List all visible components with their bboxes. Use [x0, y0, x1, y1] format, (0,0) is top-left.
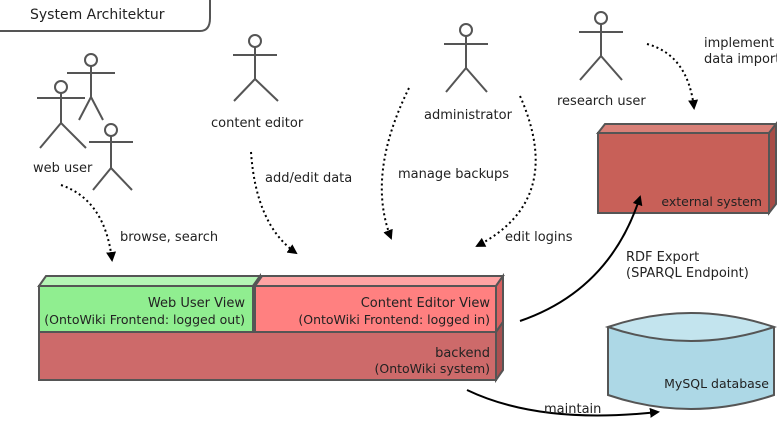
- content-editor-label: content editor: [211, 116, 304, 131]
- web-user-label: web user: [33, 161, 93, 176]
- research-user-label: research user: [557, 94, 646, 109]
- web-user-actor-icon: [67, 53, 115, 121]
- rdf-export-label-line1: RDF Export: [626, 250, 699, 265]
- maintain-label: maintain: [544, 402, 601, 417]
- rdf-export-label-line2: (SPARQL Endpoint): [626, 266, 749, 281]
- external-system-label: external system: [661, 194, 762, 209]
- implement-arrow: [646, 43, 699, 110]
- web-user-actor-group: [37, 53, 133, 191]
- frame-title: System Architektur: [30, 7, 165, 23]
- web-user-actor-icon: [37, 80, 87, 149]
- rdf-export-arrow: [519, 195, 643, 322]
- content-editor-view-face: [254, 285, 497, 333]
- web-user-view-box: Web User View (OntoWiki Frontend: logged…: [37, 272, 262, 336]
- edit-logins-label: edit logins: [505, 230, 573, 245]
- content-editor-actor-icon: [233, 34, 279, 102]
- mysql-label: MySQL database: [664, 376, 769, 391]
- research-user-actor-icon: [579, 11, 623, 81]
- external-system-box: external system: [595, 121, 777, 216]
- add-edit-arrow: [250, 151, 298, 255]
- edit-logins-arrow: [475, 95, 537, 247]
- manage-backups-arrow: [380, 87, 410, 240]
- maintain-arrow: [466, 389, 660, 418]
- mysql-database-cylinder: MySQL database: [604, 312, 777, 410]
- browse-search-label: browse, search: [120, 230, 218, 245]
- implement-label-line2: data import: [704, 52, 777, 67]
- web-user-view-title: Web User View: [148, 296, 245, 311]
- add-edit-data-label: add/edit data: [265, 171, 352, 186]
- manage-backups-label: manage backups: [398, 167, 509, 182]
- backend-subtitle: (OntoWiki system): [375, 361, 491, 376]
- browse-arrow: [60, 184, 117, 262]
- content-editor-view-box: Content Editor View (OntoWiki Frontend: …: [253, 272, 505, 336]
- implement-label-line1: implement: [704, 36, 774, 51]
- backend-box: backend (OntoWiki system): [38, 318, 504, 384]
- web-user-actor-icon: [89, 123, 133, 191]
- content-editor-view-subtitle: (OntoWiki Frontend: logged in): [298, 312, 490, 327]
- backend-title: backend: [435, 346, 490, 361]
- administrator-actor-icon: [444, 23, 488, 93]
- administrator-label: administrator: [424, 108, 513, 123]
- backend-face: [38, 331, 497, 381]
- external-system-face: [597, 132, 770, 214]
- web-user-view-subtitle: (OntoWiki Frontend: logged out): [44, 312, 245, 327]
- content-editor-view-title: Content Editor View: [361, 296, 491, 311]
- frame-tab: System Architektur: [0, 0, 211, 32]
- web-user-view-face: [38, 285, 254, 333]
